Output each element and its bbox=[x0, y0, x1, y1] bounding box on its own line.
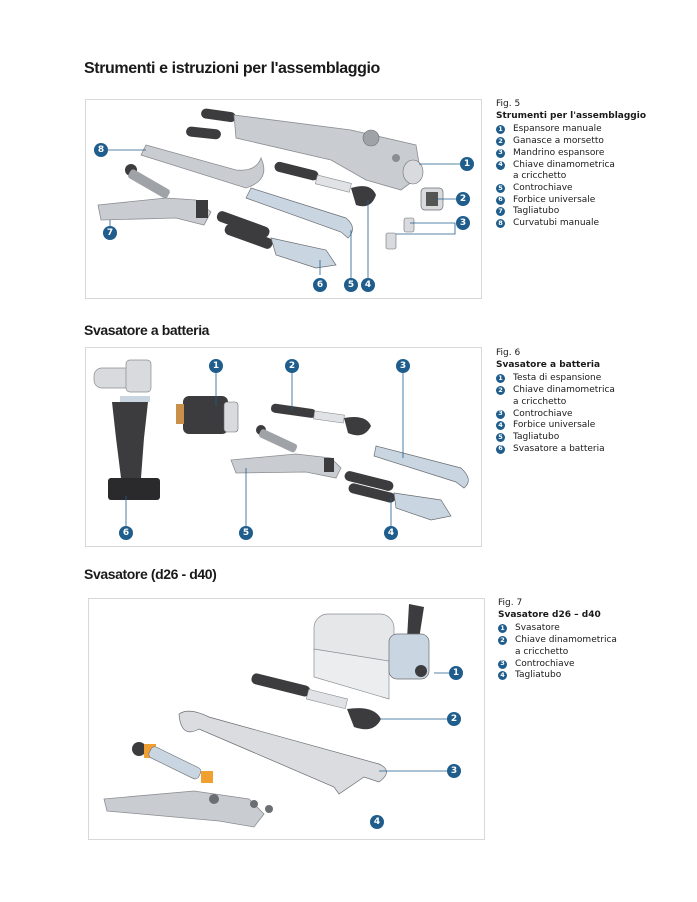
number-badge: 2 bbox=[498, 636, 507, 646]
torque-wrench-illustration bbox=[274, 161, 376, 207]
number-badge: 4 bbox=[496, 421, 505, 431]
number-badge: 4 bbox=[498, 671, 507, 681]
pipe-bender-illustration bbox=[140, 144, 265, 189]
universal-shears-illustration bbox=[344, 471, 452, 521]
counter-wrench-illustration bbox=[373, 445, 469, 489]
section-heading-battery-flaring: Svasatore a batteria bbox=[84, 322, 210, 338]
number-badge: 1 bbox=[496, 374, 505, 384]
figure-number: Fig. 7 bbox=[498, 598, 523, 608]
callout-4: 4 bbox=[361, 278, 375, 292]
page-title: Strumenti e istruzioni per l'assemblaggi… bbox=[84, 60, 380, 77]
callout-8: 8 bbox=[94, 143, 108, 157]
figure-number: Fig. 6 bbox=[496, 348, 521, 358]
callout-4: 4 bbox=[370, 815, 384, 829]
callout-2: 2 bbox=[456, 192, 470, 206]
expansion-head-illustration bbox=[176, 396, 239, 434]
callout-5: 5 bbox=[239, 526, 253, 540]
callout-1: 1 bbox=[449, 666, 463, 680]
number-badge: 6 bbox=[496, 195, 505, 205]
callout-2: 2 bbox=[285, 359, 299, 373]
number-badge: 3 bbox=[496, 409, 505, 419]
callout-3: 3 bbox=[447, 764, 461, 778]
callout-6: 6 bbox=[119, 526, 133, 540]
figure-title: Svasatore d26 – d40 bbox=[498, 609, 601, 620]
callout-7: 7 bbox=[103, 226, 117, 240]
number-badge: 3 bbox=[498, 659, 507, 669]
pipe-cutter-illustration bbox=[97, 164, 212, 226]
number-badge: 4 bbox=[496, 160, 505, 170]
callout-4: 4 bbox=[384, 526, 398, 540]
section-heading-flaring-tool-d26-d40: Svasatore (d26 - d40) bbox=[84, 566, 217, 582]
figure-title: Strumenti per l'assemblaggio bbox=[496, 110, 647, 121]
counter-wrench-illustration bbox=[245, 187, 353, 239]
number-badge: 3 bbox=[496, 148, 505, 158]
pipe-cutter-illustration bbox=[230, 425, 342, 479]
number-badge: 1 bbox=[498, 624, 507, 634]
number-badge: 2 bbox=[496, 386, 505, 396]
figure-5-illustration: 8 1 2 3 7 6 5 4 bbox=[85, 99, 482, 299]
expander-mandrels-illustration bbox=[385, 217, 415, 250]
figure-title: Svasatore a batteria bbox=[496, 359, 601, 370]
callout-6: 6 bbox=[313, 278, 327, 292]
figure-6-illustration: 1 2 3 6 5 4 bbox=[85, 347, 482, 547]
callout-2: 2 bbox=[447, 712, 461, 726]
clamp-jaws-illustration bbox=[420, 187, 444, 211]
battery-flaring-tool-illustration bbox=[93, 359, 160, 500]
callout-1: 1 bbox=[460, 157, 474, 171]
callout-3: 3 bbox=[396, 359, 410, 373]
torque-wrench-illustration bbox=[251, 673, 381, 730]
number-badge: 5 bbox=[496, 184, 505, 193]
flaring-tool-illustration bbox=[313, 604, 430, 700]
number-badge: 7 bbox=[496, 207, 505, 217]
number-badge: 6 bbox=[496, 444, 505, 454]
callout-1: 1 bbox=[209, 359, 223, 373]
callout-3: 3 bbox=[456, 216, 470, 230]
number-badge: 1 bbox=[496, 125, 505, 135]
number-badge: 2 bbox=[496, 137, 505, 147]
counter-wrench-illustration bbox=[178, 710, 387, 795]
pipe-cutter-illustration bbox=[103, 742, 273, 828]
figure-number: Fig. 5 bbox=[496, 99, 521, 109]
manual-expander-illustration bbox=[186, 108, 424, 191]
number-badge: 8 bbox=[496, 219, 505, 229]
callout-5: 5 bbox=[344, 278, 358, 292]
number-badge: 5 bbox=[496, 433, 505, 442]
torque-wrench-illustration bbox=[271, 403, 371, 436]
figure-7-illustration: 1 2 3 4 bbox=[88, 598, 485, 840]
